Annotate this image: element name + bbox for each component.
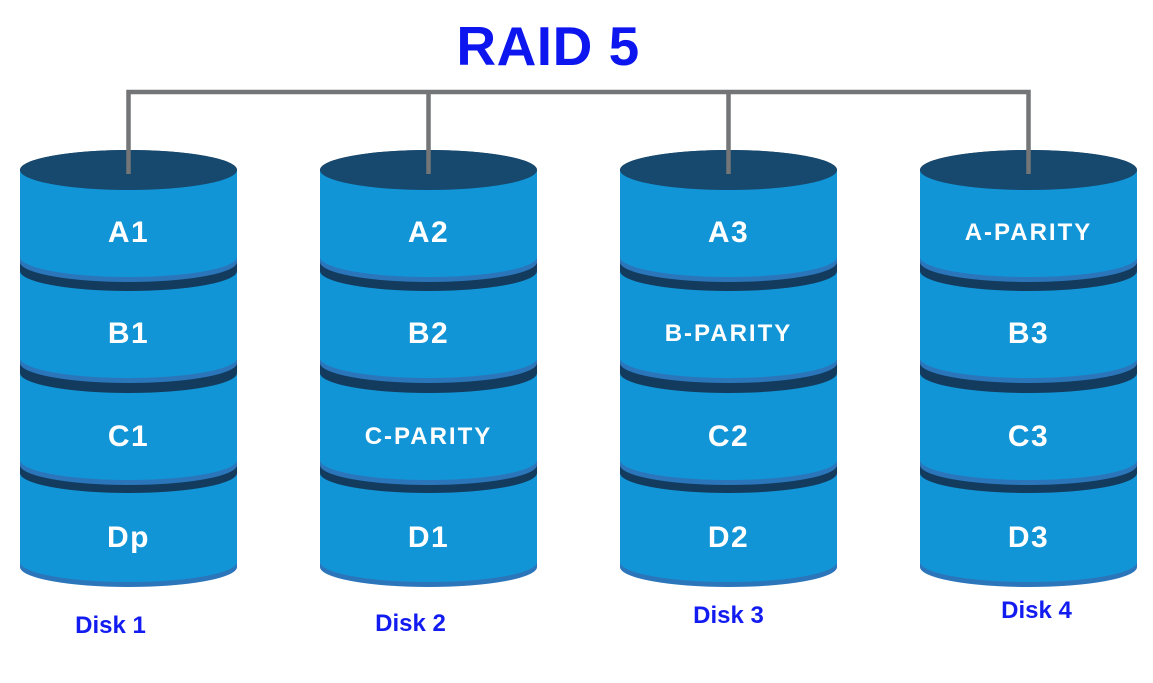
disk-name: Disk 4	[1001, 597, 1072, 624]
bus-line	[126, 89, 1031, 174]
disk-name: Disk 2	[375, 610, 446, 637]
segment-label: A2	[407, 216, 450, 249]
segment-label: C2	[707, 420, 750, 453]
segment-label: B-PARITY	[664, 320, 793, 347]
disk-4: A-PARITY B3 C3 D3 Disk 4	[920, 150, 1137, 650]
segment-label: A1	[107, 216, 150, 249]
segment-label: A-PARITY	[964, 219, 1093, 246]
segment-label: C3	[1007, 420, 1050, 453]
disk-cylinder-icon	[920, 150, 1137, 587]
disk-name: Disk 3	[693, 602, 764, 629]
segment-label: A3	[707, 216, 750, 249]
segment-label: B1	[107, 317, 150, 350]
segment-label: C-PARITY	[364, 423, 493, 450]
disk-cylinder-icon	[20, 150, 237, 587]
disk-name: Disk 1	[75, 612, 146, 639]
segment-label: D2	[707, 521, 750, 554]
segment-label: B2	[407, 317, 450, 350]
segment-label: D3	[1007, 521, 1050, 554]
segment-label: Dp	[107, 521, 150, 554]
disk-cylinder-icon	[320, 150, 537, 587]
disk-3: A3 B-PARITY C2 D2 Disk 3	[620, 150, 837, 650]
disk-1: A1 B1 C1 Dp Disk 1	[20, 150, 237, 650]
disk-2: A2 B2 C-PARITY D1 Disk 2	[320, 150, 537, 650]
segment-label: B3	[1007, 317, 1050, 350]
segment-label: D1	[407, 521, 450, 554]
segment-label: C1	[107, 420, 150, 453]
diagram-title: RAID 5	[456, 15, 640, 77]
